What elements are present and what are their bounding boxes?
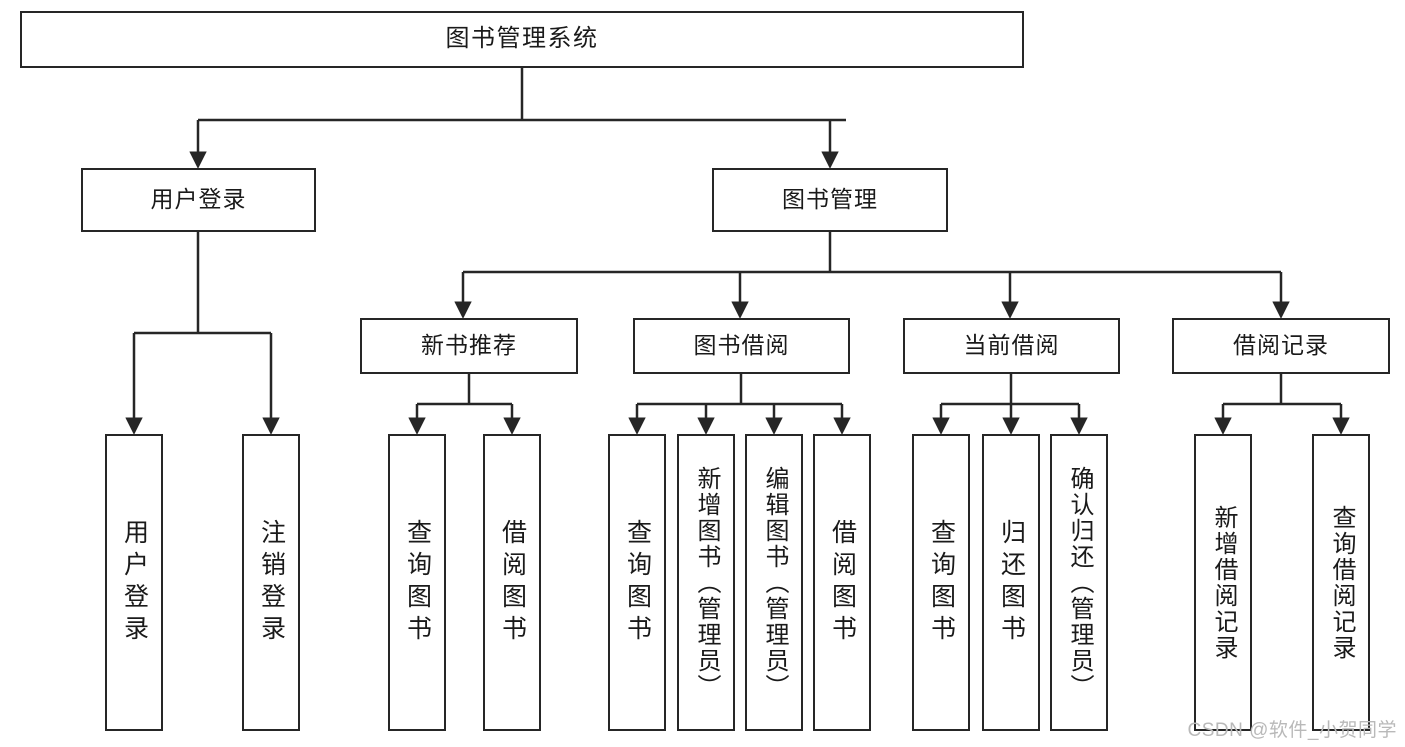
node-leaf-user-login[interactable]: 用户登录 [105,434,163,731]
node-label: 图书管理 [782,186,878,213]
node-leaf-query-book-1[interactable]: 查询图书 [388,434,446,731]
node-current-borrow[interactable]: 当前借阅 [903,318,1120,374]
node-book-borrow[interactable]: 图书借阅 [633,318,850,374]
node-label: 新书推荐 [421,332,517,359]
node-leaf-edit-book-admin[interactable]: 编辑图书（管理员） [745,434,803,731]
node-leaf-borrow-book-2[interactable]: 借阅图书 [813,434,871,731]
node-label: 编辑图书（管理员） [761,465,788,700]
node-label: 当前借阅 [963,332,1060,359]
node-label: 注销登录 [257,518,286,647]
node-label: 确认归还（管理员） [1066,465,1093,700]
node-leaf-query-book-2[interactable]: 查询图书 [608,434,666,731]
node-label: 借阅图书 [498,518,527,647]
node-label: 借阅记录 [1233,332,1329,359]
node-leaf-logout-login[interactable]: 注销登录 [242,434,300,731]
node-leaf-add-book-admin[interactable]: 新增图书（管理员） [677,434,735,731]
node-borrow-record[interactable]: 借阅记录 [1172,318,1390,374]
node-leaf-add-borrow-record[interactable]: 新增借阅记录 [1194,434,1252,731]
node-label: 查询借阅记录 [1328,504,1355,661]
node-new-book-recommend[interactable]: 新书推荐 [360,318,578,374]
node-leaf-borrow-book-1[interactable]: 借阅图书 [483,434,541,731]
node-label: 图书管理系统 [445,25,599,53]
node-label: 新增借阅记录 [1210,504,1237,661]
node-book-management[interactable]: 图书管理 [712,168,948,232]
node-leaf-query-borrow-record[interactable]: 查询借阅记录 [1312,434,1370,731]
watermark-text: CSDN @软件_小贺同学 [1187,720,1397,741]
node-leaf-return-book[interactable]: 归还图书 [982,434,1040,731]
node-user-login[interactable]: 用户登录 [81,168,316,232]
node-leaf-query-book-3[interactable]: 查询图书 [912,434,970,731]
node-label: 图书借阅 [693,332,790,359]
node-label: 查询图书 [403,518,432,647]
node-label: 新增图书（管理员） [693,465,720,700]
node-label: 借阅图书 [828,518,857,647]
node-label: 归还图书 [997,518,1026,647]
node-label: 查询图书 [623,518,652,647]
node-label: 用户登录 [150,186,247,213]
node-label: 查询图书 [927,518,956,647]
node-label: 用户登录 [120,518,149,647]
node-root-book-management-system[interactable]: 图书管理系统 [20,11,1024,68]
node-leaf-confirm-return-admin[interactable]: 确认归还（管理员） [1050,434,1108,731]
